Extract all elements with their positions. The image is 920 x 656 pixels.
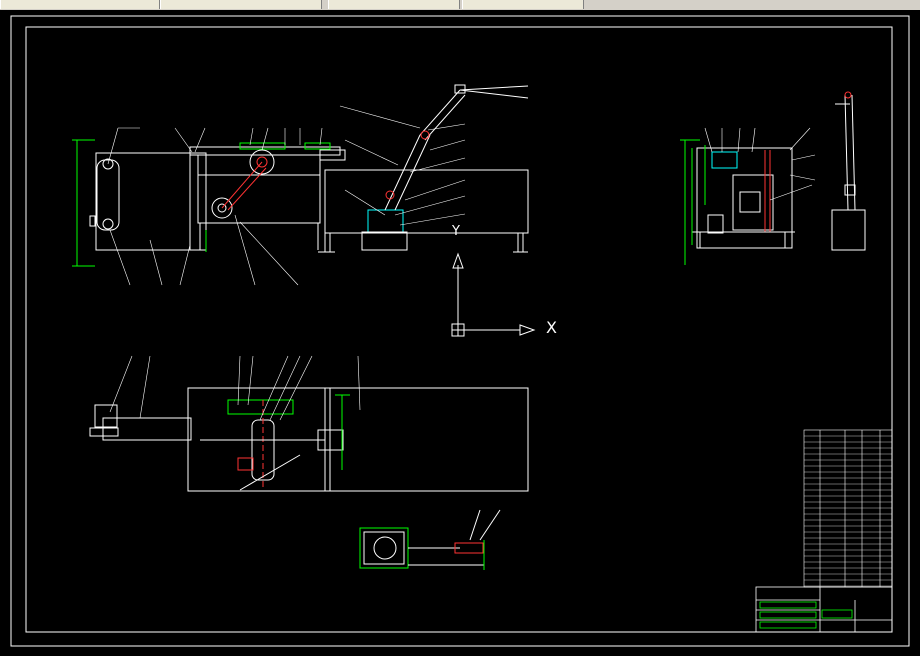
cad-drawing[interactable]	[0, 10, 920, 652]
side-view	[692, 91, 866, 251]
front-view-leaders	[107, 105, 466, 286]
top-view-dimensions	[335, 394, 350, 470]
parts-list-rows	[804, 435, 892, 587]
ucs-icon	[451, 252, 536, 337]
title-block	[755, 586, 893, 633]
drawing-tab-3[interactable]	[328, 0, 460, 9]
top-view	[89, 387, 529, 492]
drawing-tab-2[interactable]	[160, 0, 322, 9]
drawing-inner-border	[25, 26, 893, 633]
ucs-y-axis-label: Y	[452, 224, 460, 239]
front-view-dimensions	[72, 139, 207, 267]
side-view-dimensions	[680, 139, 706, 265]
ucs-x-axis-label: X	[546, 318, 557, 337]
drawing-outer-border	[10, 15, 910, 647]
detail-view	[359, 509, 501, 570]
drawing-tab-1[interactable]	[0, 0, 160, 9]
drawing-tab-4[interactable]	[462, 0, 584, 9]
model-space-canvas[interactable]: X Y	[0, 10, 920, 652]
top-view-leaders	[109, 355, 361, 421]
parts-list	[803, 429, 893, 588]
front-view	[89, 84, 529, 253]
side-view-leaders	[704, 127, 816, 201]
